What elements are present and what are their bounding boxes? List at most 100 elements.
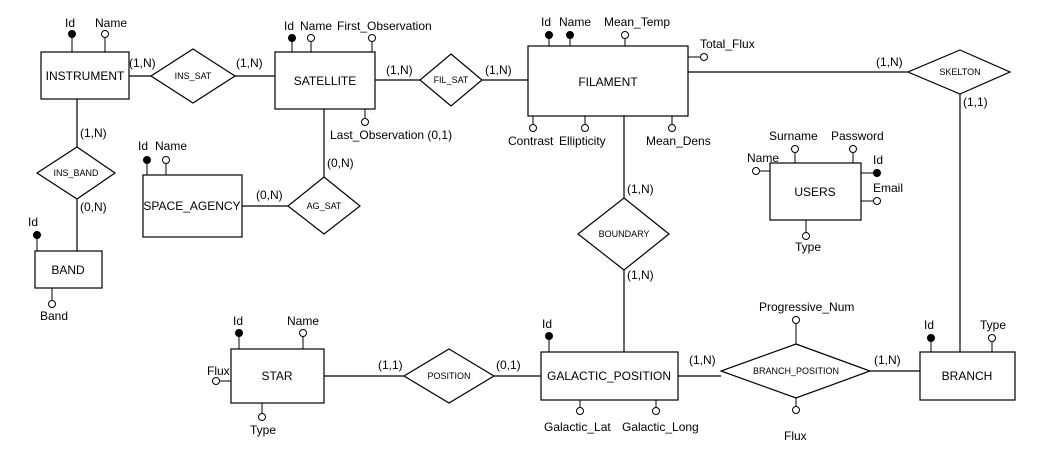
- entity-satellite: SATELLITE: [274, 51, 376, 110]
- attribute-labels: Id Name Id Name First_Observation Last_O…: [28, 15, 1006, 443]
- branch-id-label: Id: [924, 318, 934, 332]
- band-band-marker: [48, 300, 56, 308]
- card-satellite-ins-sat: (1,N): [236, 56, 263, 70]
- satellite-first-observation-marker: [368, 34, 376, 42]
- galactic-long-marker: [652, 407, 660, 415]
- card-filament-skelton: (1,N): [876, 55, 903, 69]
- star-id-label: Id: [233, 314, 243, 328]
- filament-id-label: Id: [541, 15, 551, 29]
- entity-branch: BRANCH: [919, 351, 1016, 401]
- filament-name-label: Name: [559, 15, 591, 29]
- users-type-marker: [802, 232, 810, 240]
- branch-type-marker: [988, 334, 996, 342]
- band-band-label: Band: [40, 309, 68, 323]
- relationship-fil-sat-label: FIL_SAT: [434, 75, 469, 85]
- filament-total-flux-marker: [700, 53, 708, 61]
- filament-mean-dens-label: Mean_Dens: [646, 134, 711, 148]
- satellite-id-key-marker: [288, 34, 296, 42]
- star-name-marker: [299, 329, 307, 337]
- space-agency-name-label: Name: [155, 139, 187, 153]
- card-band-ins-band: (0,N): [80, 200, 107, 214]
- relationship-branch-position: BRANCH_POSITION: [719, 343, 872, 399]
- satellite-name-label: Name: [300, 19, 332, 33]
- galactic-lat-label: Galactic_Lat: [544, 420, 611, 434]
- progressive-num-marker: [792, 316, 800, 324]
- space-agency-id-key-marker: [143, 156, 151, 164]
- branch-position-flux-marker: [792, 406, 800, 414]
- relationship-ins-sat: INS_SAT: [149, 48, 237, 104]
- card-space-agency-ag-sat: (0,N): [256, 188, 283, 202]
- band-id-label: Id: [28, 215, 38, 229]
- connections: [76, 71, 961, 377]
- satellite-last-observation-marker: [361, 118, 369, 126]
- entity-star-label: STAR: [261, 369, 292, 383]
- relationship-position: POSITION: [402, 348, 496, 404]
- relationship-position-label: POSITION: [427, 371, 470, 381]
- entity-band-label: BAND: [51, 263, 85, 277]
- relationship-ins-band: INS_BAND: [35, 146, 117, 200]
- relationship-ag-sat-label: AG_SAT: [307, 201, 342, 211]
- entity-galactic-position: GALACTIC_POSITION: [540, 351, 679, 401]
- relationship-boundary-label: BOUNDARY: [599, 229, 650, 239]
- filament-mean-temp-label: Mean_Temp: [604, 15, 670, 29]
- progressive-num-label: Progressive_Num: [759, 300, 854, 314]
- entity-band: BAND: [34, 250, 103, 289]
- instrument-id-key-marker: [68, 30, 76, 38]
- galactic-position-id-label: Id: [542, 317, 552, 331]
- space-agency-id-label: Id: [138, 139, 148, 153]
- entity-filament: FILAMENT: [527, 45, 689, 117]
- filament-contrast-marker: [529, 124, 537, 132]
- card-galactic-position-branch-position: (1,N): [689, 353, 716, 367]
- entity-space-agency: SPACE_AGENCY: [142, 174, 243, 238]
- satellite-last-observation-label: Last_Observation (0,1): [330, 128, 452, 142]
- card-filament-boundary: (1,N): [627, 182, 654, 196]
- instrument-id-label: Id: [65, 16, 75, 30]
- users-name-label: Name: [747, 151, 779, 165]
- star-flux-marker: [212, 377, 220, 385]
- users-email-marker: [873, 197, 881, 205]
- instrument-name-marker: [101, 30, 109, 38]
- star-name-label: Name: [287, 314, 319, 328]
- users-password-label: Password: [831, 129, 884, 143]
- entity-galactic-position-label: GALACTIC_POSITION: [547, 369, 671, 383]
- entity-filament-label: FILAMENT: [578, 75, 638, 89]
- relationship-ins-sat-label: INS_SAT: [175, 71, 212, 81]
- filament-ellipticity-label: Ellipticity: [559, 134, 606, 148]
- branch-id-key-marker: [927, 334, 935, 342]
- card-branch-skelton: (1,1): [963, 95, 988, 109]
- card-branch-branch-position: (1,N): [874, 353, 901, 367]
- users-id-key-marker: [873, 169, 881, 177]
- band-id-key-marker: [33, 231, 41, 239]
- entity-branch-label: BRANCH: [942, 369, 993, 383]
- satellite-name-marker: [307, 34, 315, 42]
- attribute-markers: [33, 30, 996, 421]
- filament-mean-temp-marker: [621, 31, 629, 39]
- filament-name-key-marker: [566, 31, 574, 39]
- relationship-ag-sat: AG_SAT: [287, 176, 361, 235]
- branch-type-label: Type: [980, 318, 1006, 332]
- users-name-marker: [752, 167, 760, 175]
- entity-instrument-label: INSTRUMENT: [46, 69, 125, 83]
- cardinality-labels: (1,N) (1,N) (1,N) (1,N) (1,N) (1,1) (1,N…: [80, 55, 988, 372]
- star-id-key-marker: [235, 329, 243, 337]
- satellite-id-label: Id: [284, 19, 294, 33]
- star-type-marker: [258, 413, 266, 421]
- filament-contrast-label: Contrast: [508, 134, 554, 148]
- filament-total-flux-label: Total_Flux: [700, 37, 755, 51]
- relationship-branch-position-label: BRANCH_POSITION: [753, 366, 839, 376]
- card-filament-fil-sat: (1,N): [485, 63, 512, 77]
- users-id-label: Id: [873, 153, 883, 167]
- star-flux-label: Flux: [207, 364, 230, 378]
- relationship-ins-band-label: INS_BAND: [53, 168, 99, 178]
- relationship-skelton-label: SKELTON: [939, 67, 980, 77]
- relationship-boundary: BOUNDARY: [577, 197, 670, 271]
- card-galactic-position-position: (0,1): [496, 358, 521, 372]
- card-satellite-fil-sat: (1,N): [386, 63, 413, 77]
- branch-position-flux-label: Flux: [784, 429, 807, 443]
- galactic-long-label: Galactic_Long: [622, 420, 699, 434]
- instrument-name-label: Name: [95, 16, 127, 30]
- relationship-skelton: SKELTON: [906, 49, 1012, 95]
- users-email-label: Email: [873, 181, 903, 195]
- galactic-lat-marker: [576, 407, 584, 415]
